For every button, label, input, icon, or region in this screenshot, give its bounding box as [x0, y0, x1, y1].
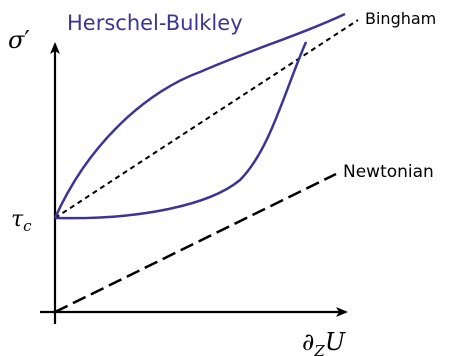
bingham-line [54, 19, 359, 219]
herschel-bulkley-thickening-curve [54, 41, 308, 220]
yield-stress-label: τc [11, 207, 32, 235]
newtonian-line [54, 172, 337, 314]
newtonian-label: Newtonian [343, 162, 434, 182]
herschel-bulkley-label: Herschel-Bulkley [67, 11, 243, 35]
bingham-label: Bingham [365, 9, 436, 28]
y-axis-label: σ′ [8, 26, 30, 54]
herschel-bulkley-thinning-curve [53, 12, 346, 219]
x-axis-label: ∂ZU [302, 328, 346, 356]
